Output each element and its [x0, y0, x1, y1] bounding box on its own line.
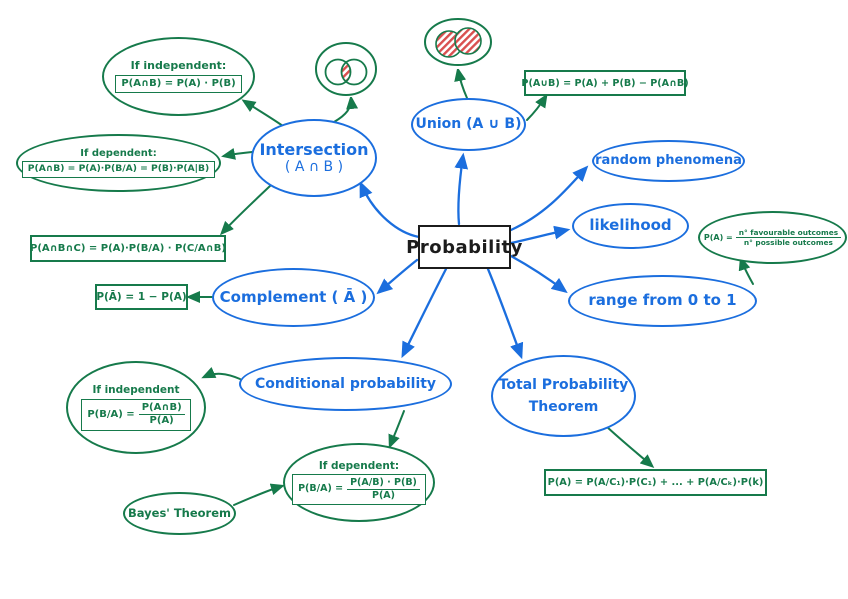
- formula-dependent-intersection[interactable]: If dependent: P(A∩B) = P(A)·P(B/A) = P(B…: [16, 134, 221, 192]
- conditional-probability-label: Conditional probability: [254, 375, 437, 392]
- connector-conditional-dependent: [388, 410, 405, 449]
- node-range[interactable]: range from 0 to 1: [568, 275, 757, 327]
- likelihood-label: likelihood: [589, 216, 672, 235]
- venn-intersection-icon: [314, 41, 378, 97]
- connector-union-formula: [526, 93, 548, 121]
- total-probability-formula-text: P(A) = P(A/C₁)·P(C₁) + ... + P(A/Cₖ)·P(k…: [547, 477, 764, 488]
- conditional-independent-numerator: P(A∩B): [138, 402, 185, 416]
- connector-intersection-venn: [333, 95, 359, 123]
- node-bayes-theorem[interactable]: Bayes' Theorem: [123, 492, 236, 535]
- connector-total-formula: [605, 425, 655, 468]
- formula-triple-intersection[interactable]: P(A∩B∩C) = P(A)·P(B/A) · P(C/A∩B): [30, 235, 226, 262]
- classical-denominator: n° possible outcomes: [743, 238, 833, 247]
- venn-union-icon: [423, 17, 493, 69]
- formula-independent-intersection[interactable]: If independent: P(A∩B) = P(A) · P(B): [102, 37, 255, 116]
- connector-conditional-independent: [201, 366, 241, 380]
- connector-union-venn: [454, 67, 468, 99]
- conditional-dependent-lhs: P(B/A) =: [298, 483, 344, 495]
- total-probability-label: Total Probability: [498, 377, 629, 394]
- formula-conditional-independent[interactable]: If independent P(B/A) = P(A∩B) P(A): [66, 361, 206, 454]
- conditional-dependent-denominator: P(A): [371, 490, 395, 502]
- connector-bayes-dependent: [233, 483, 285, 506]
- union-label: Union (A ∪ B): [415, 116, 522, 133]
- union-formula-text: P(A∪B) = P(A) + P(B) − P(A∩B): [521, 77, 689, 89]
- range-label: range from 0 to 1: [588, 291, 737, 310]
- classical-numerator: n° favourable outcomes: [735, 228, 842, 238]
- complement-formula-text: P(Ā) = 1 − P(A): [96, 291, 187, 303]
- connector-center-random-phenomena: [509, 165, 589, 232]
- connector-center-complement: [376, 258, 419, 295]
- dependent-intersection-formula: P(A∩B) = P(A)·P(B/A) = P(B)·P(A|B): [21, 161, 216, 179]
- node-union[interactable]: Union (A ∪ B): [411, 98, 526, 151]
- node-likelihood[interactable]: likelihood: [572, 203, 689, 249]
- node-total-probability[interactable]: Total Probability Theorem: [491, 355, 636, 437]
- probability-label: Probability: [406, 236, 523, 258]
- connector-center-total: [486, 267, 524, 360]
- node-intersection[interactable]: Intersection ( A ∩ B ): [251, 119, 377, 197]
- formula-conditional-dependent[interactable]: If dependent: P(B/A) = P(A/B) · P(B) P(A…: [283, 443, 435, 522]
- formula-complement[interactable]: P(Ā) = 1 − P(A): [95, 284, 188, 310]
- formula-union[interactable]: P(A∪B) = P(A) + P(B) − P(A∩B): [521, 70, 689, 96]
- complement-label: Complement ( Ā ): [219, 287, 368, 306]
- connector-intersection-dependent: [221, 147, 253, 160]
- conditional-dependent-numerator: P(A/B) · P(B): [347, 477, 420, 491]
- formula-total-probability[interactable]: P(A) = P(A/C₁)·P(C₁) + ... + P(A/Cₖ)·P(k…: [544, 469, 767, 496]
- node-complement[interactable]: Complement ( Ā ): [212, 268, 375, 327]
- conditional-independent-denominator: P(A): [149, 415, 174, 427]
- triple-intersection-formula: P(A∩B∩C) = P(A)·P(B/A) · P(C/A∩B): [30, 243, 226, 254]
- connector-center-intersection: [359, 180, 421, 239]
- connector-center-range: [509, 254, 568, 294]
- conditional-dependent-title: If dependent:: [318, 460, 400, 473]
- formula-classical-probability[interactable]: P(A) = n° favourable outcomes n° possibl…: [698, 211, 847, 264]
- bayes-theorem-label: Bayes' Theorem: [127, 505, 232, 520]
- node-conditional-probability[interactable]: Conditional probability: [239, 357, 452, 411]
- connector-center-likelihood: [509, 225, 571, 245]
- independent-intersection-title: If independent:: [130, 59, 227, 73]
- conditional-independent-lhs: P(B/A) =: [87, 408, 135, 420]
- intersection-sublabel: ( A ∩ B ): [284, 159, 344, 176]
- connector-center-union: [454, 152, 469, 226]
- conditional-independent-title: If independent: [92, 384, 180, 397]
- random-phenomena-label: random phenomena: [595, 152, 742, 168]
- connector-intersection-independent: [241, 99, 284, 127]
- independent-intersection-formula: P(A∩B) = P(A) · P(B): [115, 75, 242, 93]
- classical-lhs: P(A) =: [703, 232, 733, 242]
- connector-center-conditional: [401, 267, 448, 359]
- node-random-phenomena[interactable]: random phenomena: [592, 140, 745, 182]
- intersection-label: Intersection: [259, 139, 369, 159]
- connector-intersection-triple: [219, 185, 271, 236]
- dependent-intersection-title: If dependent:: [80, 147, 157, 159]
- node-probability[interactable]: Probability: [406, 225, 522, 269]
- total-probability-sublabel: Theorem: [528, 398, 599, 415]
